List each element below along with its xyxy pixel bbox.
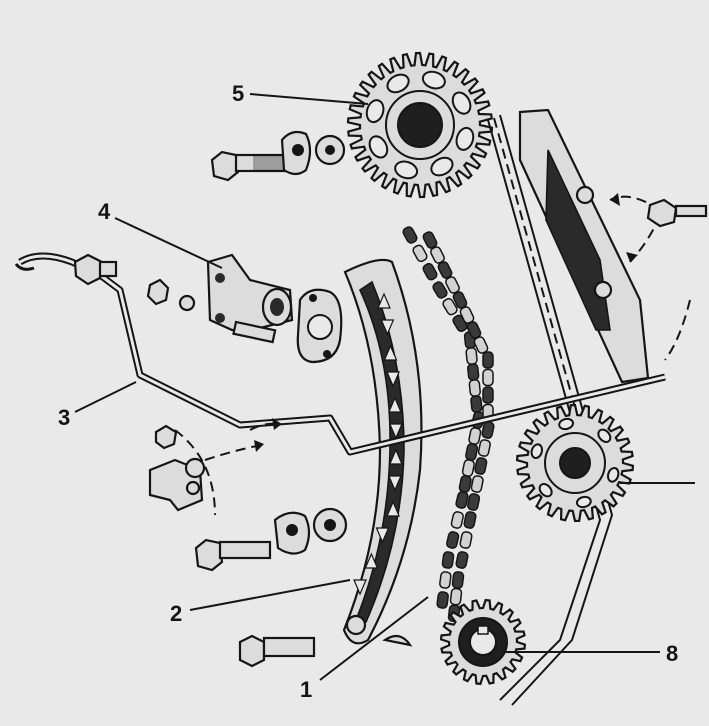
intermediate-sprocket-hole bbox=[538, 483, 553, 498]
guide-window bbox=[388, 396, 402, 413]
woodruff-key bbox=[382, 634, 413, 647]
camshaft-sprocket bbox=[346, 51, 494, 199]
chain-link bbox=[482, 351, 494, 369]
camshaft-sprocket-hole bbox=[421, 70, 446, 90]
chain-link bbox=[467, 493, 481, 511]
tensioner-rail bbox=[518, 108, 691, 384]
crankshaft-sprocket bbox=[439, 598, 527, 686]
label-1: 1 bbox=[300, 677, 312, 702]
camshaft-sprocket-hole bbox=[430, 156, 454, 177]
chain-link bbox=[432, 281, 448, 299]
guide-window bbox=[364, 552, 379, 569]
lower-bolt-set bbox=[194, 507, 348, 572]
chain-link bbox=[463, 511, 477, 529]
intermediate-sprocket-hole bbox=[607, 466, 620, 483]
chain-link bbox=[449, 587, 463, 606]
chain-link bbox=[468, 379, 481, 397]
leader-2 bbox=[189, 579, 351, 611]
chain-link bbox=[477, 439, 491, 457]
guide-window bbox=[388, 448, 403, 465]
intermediate-sprocket bbox=[515, 403, 695, 523]
guide-window bbox=[353, 579, 367, 596]
chain-link bbox=[482, 386, 494, 404]
chain-link bbox=[482, 368, 494, 387]
guide-window bbox=[386, 500, 400, 517]
chain-link bbox=[436, 591, 449, 609]
chain-link bbox=[461, 459, 475, 477]
label-3: 3 bbox=[58, 405, 70, 430]
chain-link bbox=[445, 276, 460, 294]
outer-chain-run bbox=[487, 114, 614, 706]
chain-link bbox=[422, 231, 438, 249]
chain-link bbox=[458, 475, 472, 493]
chain-link bbox=[450, 511, 464, 529]
leader-1 bbox=[319, 596, 429, 681]
camshaft-sprocket-hole bbox=[394, 160, 419, 180]
chain-link bbox=[402, 226, 418, 244]
chain-link bbox=[451, 571, 465, 589]
chain-link bbox=[442, 297, 458, 316]
upper-bolt-set bbox=[210, 130, 346, 182]
guide-window bbox=[388, 475, 402, 492]
intermediate-sprocket-hole bbox=[530, 443, 543, 460]
tensioner-gasket bbox=[296, 288, 343, 364]
chain-link bbox=[465, 347, 478, 365]
pipe-bracket bbox=[148, 424, 264, 516]
label-4: 4 bbox=[98, 199, 111, 224]
intermediate-sprocket-hole bbox=[575, 495, 592, 509]
chain-link bbox=[468, 427, 482, 445]
camshaft-sprocket-hole bbox=[386, 73, 410, 94]
chain-link bbox=[412, 244, 428, 263]
chain-link bbox=[437, 261, 453, 279]
leader-3 bbox=[74, 381, 137, 413]
camshaft-sprocket-hole bbox=[365, 99, 385, 124]
camshaft-sprocket-hole bbox=[455, 126, 475, 151]
rail-bolt bbox=[646, 198, 708, 228]
chain-link bbox=[455, 491, 469, 509]
label-5: 5 bbox=[232, 81, 244, 106]
guide-window bbox=[388, 423, 403, 440]
guide-window bbox=[375, 527, 390, 544]
chain-link bbox=[422, 262, 438, 281]
camshaft-sprocket-hole bbox=[451, 91, 472, 115]
chain-link bbox=[474, 457, 488, 475]
guide-pivot-bolt bbox=[238, 634, 316, 668]
guide-window bbox=[386, 371, 400, 388]
chain-link bbox=[446, 531, 460, 549]
chain-link bbox=[455, 551, 469, 569]
guide-window bbox=[383, 344, 398, 361]
chain-guide bbox=[342, 258, 423, 645]
chain-link bbox=[465, 443, 479, 461]
intermediate-sprocket-hole bbox=[558, 417, 575, 431]
chain-tensioner bbox=[206, 253, 294, 344]
guide-window bbox=[380, 319, 395, 336]
leader-lines bbox=[74, 93, 660, 681]
label-8: 8 bbox=[666, 641, 678, 666]
label-2: 2 bbox=[170, 601, 182, 626]
leader-5 bbox=[249, 93, 369, 105]
chain-link bbox=[470, 475, 484, 493]
guide-window bbox=[377, 292, 391, 309]
chain-link bbox=[467, 363, 480, 381]
chain-link bbox=[481, 421, 495, 439]
camshaft-sprocket-hole bbox=[368, 135, 389, 159]
chain-link bbox=[439, 571, 452, 589]
oil-pipe bbox=[14, 252, 666, 456]
chain-link bbox=[470, 395, 483, 413]
chain-link bbox=[459, 531, 473, 549]
chain-link bbox=[430, 246, 445, 264]
tensioner-nuts bbox=[146, 278, 196, 312]
intermediate-sprocket-hole bbox=[597, 428, 612, 443]
chain-link bbox=[441, 551, 455, 569]
leader-4 bbox=[114, 217, 223, 269]
